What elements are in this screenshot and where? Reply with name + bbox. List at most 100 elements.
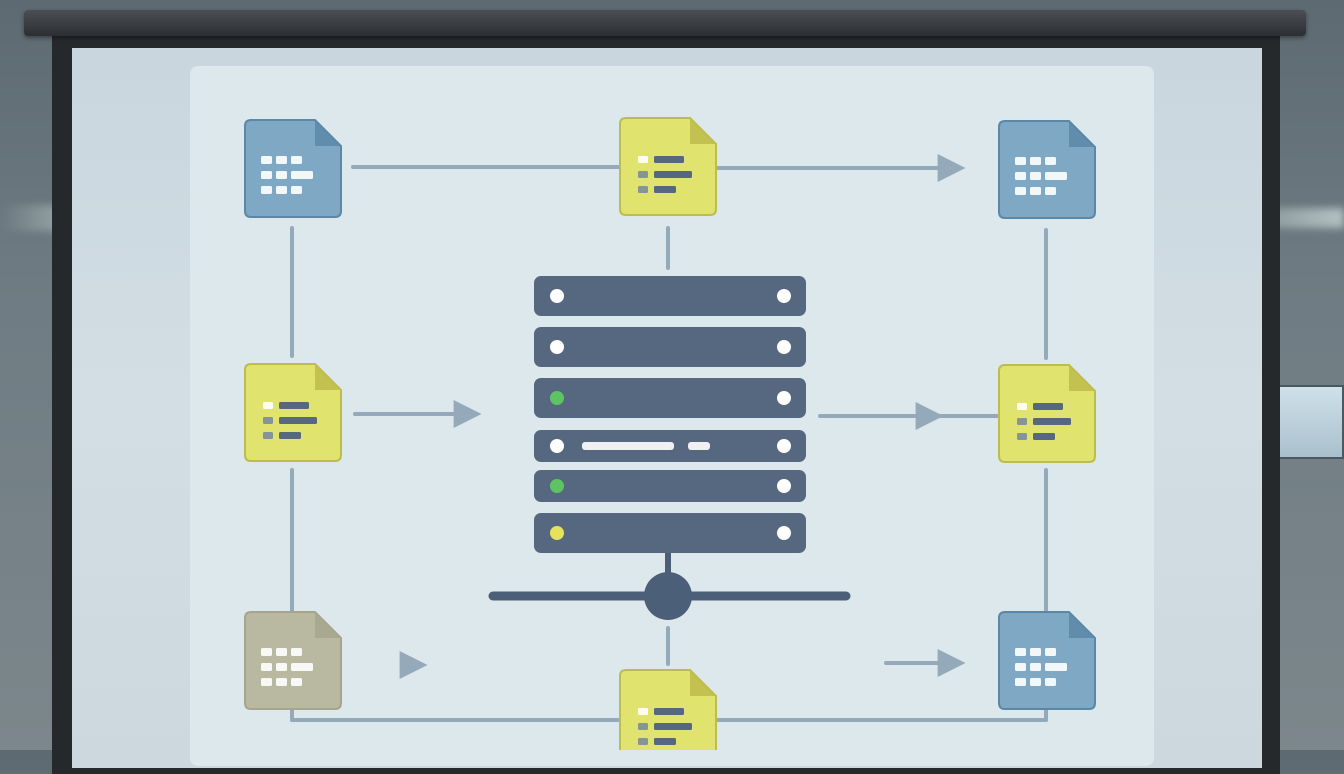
table-cell (276, 678, 287, 686)
status-led-white (550, 340, 564, 354)
status-led-white (777, 289, 791, 303)
list-line (1033, 418, 1071, 425)
table-cell (261, 186, 272, 194)
list-bullet (638, 156, 648, 163)
table-cell (1015, 678, 1026, 686)
list-line (654, 171, 692, 178)
list-line (654, 708, 684, 715)
status-led-white (550, 289, 564, 303)
server-unit (534, 513, 806, 553)
status-led-yellow (550, 526, 564, 540)
list-line (279, 417, 317, 424)
table-document-icon (998, 120, 1096, 219)
list-line (279, 402, 309, 409)
projector-screen-housing (24, 10, 1306, 36)
list-bullet (638, 186, 648, 193)
hub-node (644, 572, 692, 620)
table-cell (276, 171, 287, 179)
list-line (654, 186, 676, 193)
table-cell (1030, 678, 1041, 686)
table-cell (291, 678, 302, 686)
table-cell (291, 648, 302, 656)
document-fold (1069, 365, 1095, 391)
table-cell (1015, 663, 1026, 671)
status-led-green (550, 479, 564, 493)
table-cell (276, 648, 287, 656)
status-led-white (550, 439, 564, 453)
document-fold (1069, 121, 1095, 147)
network-hub-icon (488, 553, 851, 620)
server-unit (534, 470, 806, 502)
list-bullet (638, 738, 648, 745)
list-bullet (1017, 418, 1027, 425)
table-cell (261, 678, 272, 686)
list-bullet (1017, 403, 1027, 410)
table-cell (1045, 663, 1067, 671)
table-document-icon (998, 611, 1096, 710)
table-cell (291, 186, 302, 194)
server-unit (534, 378, 806, 418)
table-cell (1030, 172, 1041, 180)
server-unit-body (534, 378, 806, 418)
list-document-icon (998, 364, 1096, 463)
table-cell (291, 663, 313, 671)
status-led-white (777, 526, 791, 540)
table-cell (1030, 663, 1041, 671)
status-led-white (777, 340, 791, 354)
list-document-icon (619, 117, 717, 216)
table-cell (1045, 172, 1067, 180)
table-document-icon (244, 611, 342, 710)
table-cell (261, 648, 272, 656)
list-bullet (638, 708, 648, 715)
list-bullet (263, 402, 273, 409)
status-led-green (550, 391, 564, 405)
list-line (654, 156, 684, 163)
document-fold (315, 364, 341, 390)
display-bar-small (688, 442, 710, 450)
list-line (1033, 433, 1055, 440)
document-fold (315, 120, 341, 146)
table-cell (261, 156, 272, 164)
server-unit-body (534, 327, 806, 367)
server-rack-icon (488, 276, 851, 620)
document-fold (1069, 612, 1095, 638)
server-unit-body (534, 513, 806, 553)
status-led-white (777, 479, 791, 493)
list-document-icon (244, 363, 342, 462)
data-flow-diagram (244, 117, 1096, 750)
table-cell (1030, 157, 1041, 165)
document-nodes (244, 117, 1096, 750)
document-fold (690, 670, 716, 696)
list-bullet (638, 171, 648, 178)
server-unit (534, 276, 806, 316)
table-cell (261, 663, 272, 671)
list-bullet (1017, 433, 1027, 440)
table-cell (1045, 157, 1056, 165)
list-line (1033, 403, 1063, 410)
list-bullet (638, 723, 648, 730)
list-line (654, 723, 692, 730)
table-cell (1030, 648, 1041, 656)
server-unit-body (534, 276, 806, 316)
list-bullet (263, 417, 273, 424)
document-fold (690, 118, 716, 144)
display-bar (582, 442, 674, 450)
status-led-white (777, 391, 791, 405)
table-cell (276, 186, 287, 194)
server-unit (534, 430, 806, 462)
table-cell (1015, 648, 1026, 656)
status-led-white (777, 439, 791, 453)
table-cell (1015, 157, 1026, 165)
server-unit-body (534, 470, 806, 502)
table-cell (291, 171, 313, 179)
table-document-icon (244, 119, 342, 218)
table-cell (1015, 172, 1026, 180)
table-cell (291, 156, 302, 164)
table-cell (1015, 187, 1026, 195)
list-line (279, 432, 301, 439)
list-line (654, 738, 676, 745)
table-cell (1045, 648, 1056, 656)
table-cell (261, 171, 272, 179)
table-cell (1045, 678, 1056, 686)
table-cell (1030, 187, 1041, 195)
